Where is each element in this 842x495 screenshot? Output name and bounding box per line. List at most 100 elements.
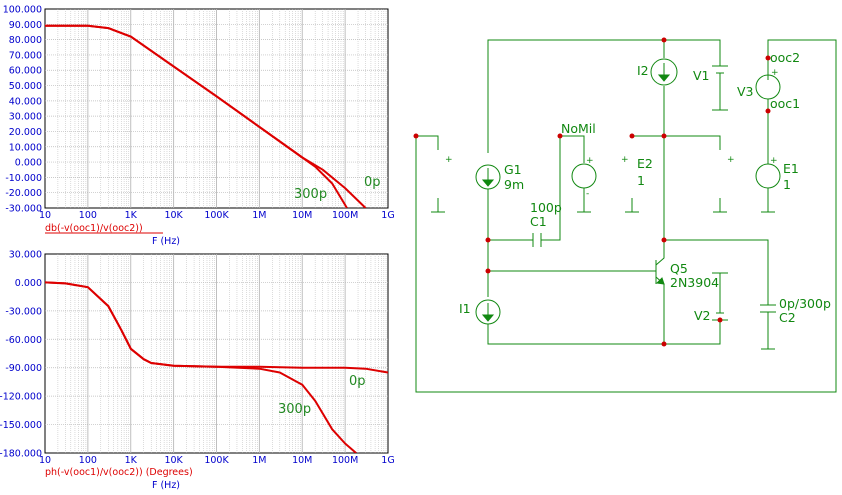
polarity-plus-e1: + — [770, 156, 778, 166]
polarity-plus-v3: + — [771, 68, 779, 78]
magnitude-y-tick-label: 60.000 — [9, 66, 42, 77]
magnitude-x-tick-label: 1M — [252, 210, 266, 221]
node-dot-i2-top — [661, 37, 667, 43]
label-e1-value: 1 — [783, 177, 791, 192]
phase-x-tick-label: 1G — [381, 455, 394, 466]
phase-x-tick-label: 10 — [39, 455, 51, 466]
label-g1-value: 9m — [504, 177, 524, 192]
curve-label-0p-mag: 0p — [364, 175, 381, 190]
polarity-minus-nomil: - — [586, 189, 589, 199]
label-c1-name: C1 — [530, 214, 547, 229]
phase-y-tick-label: -180.000 — [0, 449, 42, 460]
phase-x-tick-label: 1M — [252, 455, 266, 466]
phase-y-tick-labels: 30.0000.000-30.000-60.000-90.000-120.000… — [0, 250, 42, 460]
magnitude-grid — [45, 9, 388, 208]
c1-plates — [532, 233, 542, 247]
magnitude-x-tick-label: 10K — [164, 210, 183, 221]
phase-grid — [45, 254, 388, 453]
label-c1-value: 100p — [530, 200, 562, 215]
phase-x-tick-label: 100K — [204, 455, 229, 466]
magnitude-y-tick-label: 20.000 — [9, 127, 42, 138]
label-nomil: NoMil — [561, 121, 596, 136]
magnitude-y-tick-label: 10.000 — [9, 142, 42, 153]
magnitude-y-tick-label: 90.000 — [9, 20, 42, 31]
magnitude-y-tick-label: 100.000 — [3, 5, 42, 16]
phase-y-tick-label: -120.000 — [0, 392, 42, 403]
phase-trace-label: ph(-v(ooc1)/v(ooc2)) (Degrees) — [45, 467, 193, 478]
label-v3: V3 — [737, 84, 754, 99]
node-dots — [413, 37, 771, 347]
phase-x-tick-label: 10M — [292, 455, 312, 466]
node-dot-mid — [661, 133, 667, 139]
phase-x-axis-title: F (Hz) — [152, 480, 180, 491]
phase-curves — [45, 281, 388, 453]
phase-x-tick-label: 100M — [332, 455, 358, 466]
i1-arrow-head — [481, 314, 495, 322]
magnitude-curves — [45, 24, 367, 208]
node-dot-v2-bottom — [717, 317, 723, 323]
polarity-plus-nomil: + — [586, 156, 594, 166]
label-c2-value: 0p/300p — [779, 296, 831, 311]
magnitude-x-tick-label: 1K — [125, 210, 138, 221]
phase-y-tick-label: -60.000 — [5, 335, 42, 346]
phase-x-tick-label: 10K — [164, 455, 183, 466]
label-v1: V1 — [693, 68, 710, 83]
schematic-labels: NoMil G1 9m 100p C1 I1 I2 V1 V3 ooc2 ooc… — [445, 50, 831, 325]
magnitude-x-tick-label: 100 — [79, 210, 97, 221]
node-dot-ooc2 — [765, 55, 771, 61]
i1-bottom-wire — [487, 324, 664, 345]
mid-rail-wire — [632, 135, 721, 240]
node-dot-base — [485, 268, 491, 274]
label-e2-name: E2 — [637, 156, 653, 171]
label-i1: I1 — [459, 301, 471, 316]
magnitude-y-tick-label: 30.000 — [9, 112, 42, 123]
q5-emitter-arrow — [655, 277, 665, 285]
node-dot-e2 — [629, 133, 635, 139]
node-dot-collector — [661, 237, 667, 243]
i2-arrow-head — [657, 74, 671, 82]
v1-battery — [712, 65, 728, 111]
label-q5-name: Q5 — [670, 261, 688, 276]
node-dot-g1-top — [485, 237, 491, 243]
magnitude-x-tick-label: 10M — [292, 210, 312, 221]
phase-curve-300p — [45, 281, 357, 453]
label-e1-name: E1 — [783, 161, 799, 176]
phase-y-tick-label: 0.000 — [15, 278, 42, 289]
c1-wires — [488, 136, 561, 241]
magnitude-curve-300p — [45, 24, 348, 208]
phase-y-tick-label: -90.000 — [5, 363, 42, 374]
label-e2-value: 1 — [637, 173, 645, 188]
i2-current-source — [650, 58, 678, 86]
label-i2: I2 — [637, 63, 649, 78]
magnitude-y-tick-label: -20.000 — [5, 188, 42, 199]
label-ooc2: ooc2 — [770, 50, 800, 65]
magnitude-y-tick-label: 50.000 — [9, 81, 42, 92]
phase-x-tick-label: 1K — [125, 455, 138, 466]
g1-arrow-head — [481, 179, 495, 187]
magnitude-y-tick-label: 80.000 — [9, 35, 42, 46]
feedback-wire — [415, 39, 837, 393]
magnitude-x-tick-label: 100K — [204, 210, 229, 221]
magnitude-y-tick-label: 40.000 — [9, 96, 42, 107]
magnitude-x-axis-title: F (Hz) — [152, 236, 180, 247]
magnitude-y-tick-label: -30.000 — [5, 204, 42, 215]
node-dot-emitter — [661, 341, 667, 347]
curve-label-300p-mag: 300p — [294, 187, 327, 202]
top-rail-wire — [487, 39, 721, 153]
polarity-plus-left: + — [445, 155, 453, 165]
label-v2: V2 — [694, 308, 711, 323]
nomil-wire — [560, 135, 585, 163]
c2-plates — [760, 304, 776, 313]
q5-emitter — [655, 276, 665, 344]
phase-y-tick-label: -30.000 — [5, 306, 42, 317]
node-dot-nomil — [557, 133, 563, 139]
polarity-plus-e2: + — [621, 155, 629, 165]
magnitude-x-tick-label: 10 — [39, 210, 51, 221]
phase-plot: 30.0000.000-30.000-60.000-90.000-120.000… — [0, 250, 395, 492]
v2-wire — [664, 320, 721, 345]
output-wire — [664, 239, 769, 305]
label-c2-name: C2 — [779, 310, 796, 325]
phase-y-tick-label: -150.000 — [0, 420, 42, 431]
